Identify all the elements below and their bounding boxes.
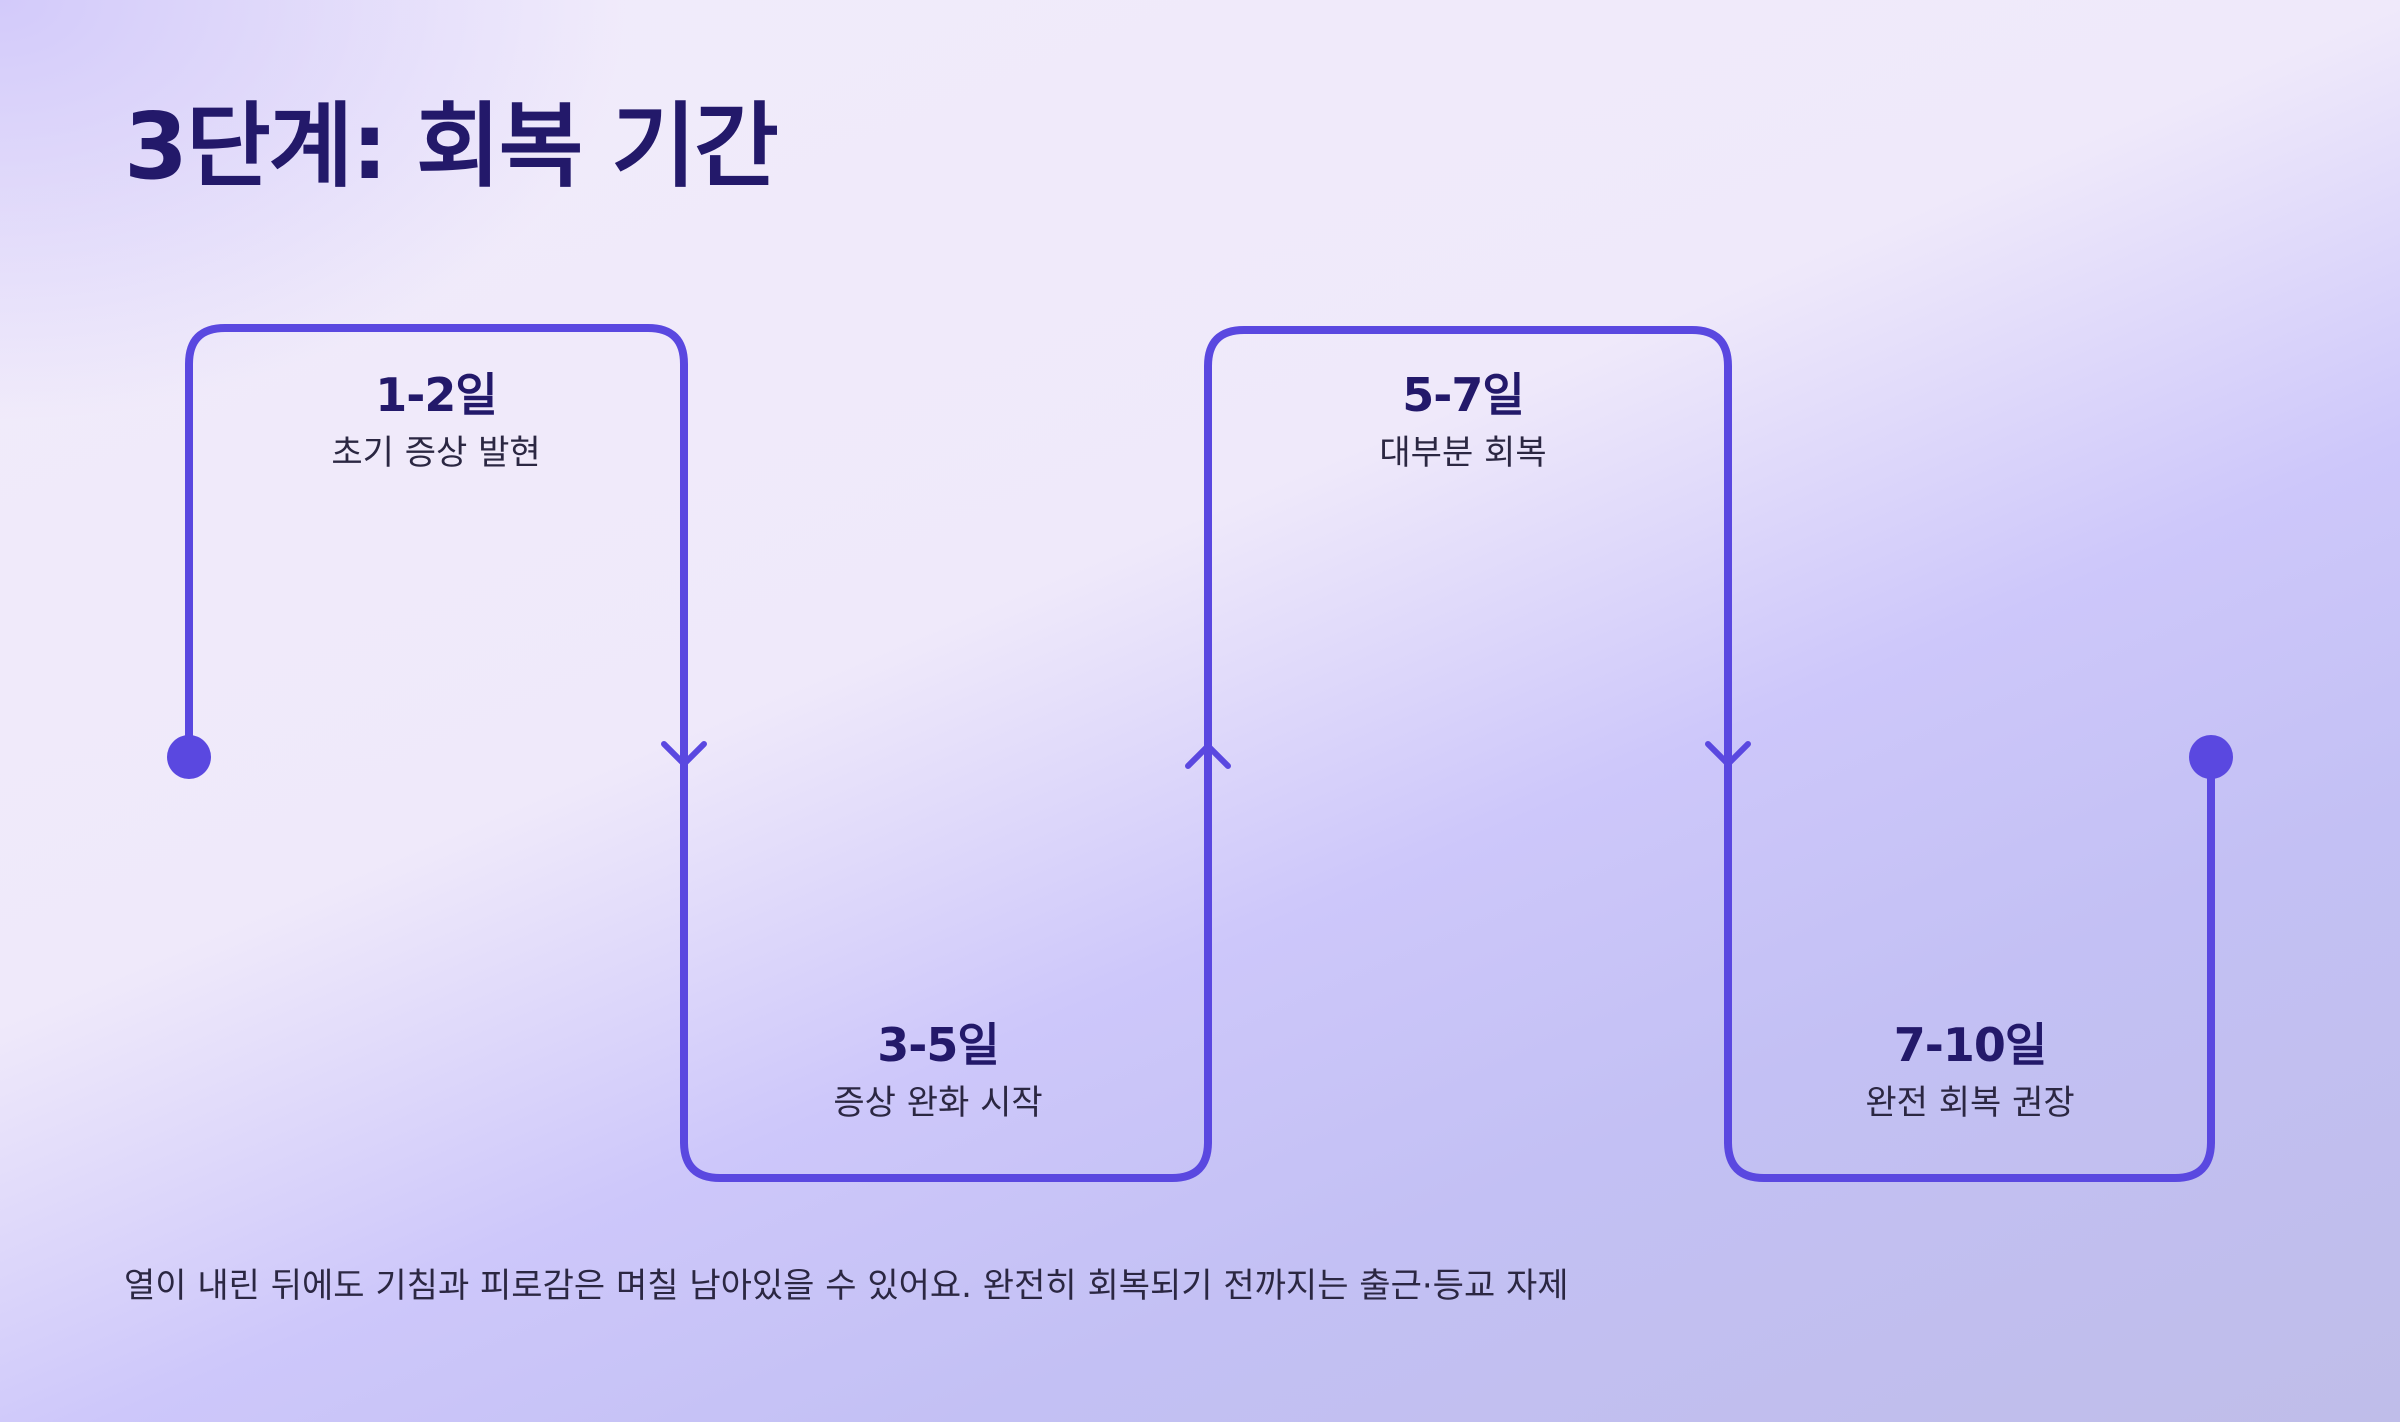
timeline-step-2: 3-5일 증상 완화 시작 [688, 1018, 1188, 1124]
step-description: 대부분 회복 [1379, 433, 1547, 474]
step-day: 3-5일 [877, 1018, 999, 1072]
arrow-up-icon [1185, 743, 1231, 769]
timeline-step-1: 1-2일 초기 증상 발현 [186, 368, 686, 474]
timeline-end-dot [2189, 735, 2233, 779]
timeline-path [185, 324, 2215, 1182]
step-description: 증상 완화 시작 [833, 1083, 1043, 1124]
timeline-step-4: 7-10일 완전 회복 권장 [1720, 1018, 2220, 1124]
timeline-step-3: 5-7일 대부분 회복 [1213, 368, 1713, 474]
footnote-text: 열이 내린 뒤에도 기침과 피로감은 며칠 남아있을 수 있어요. 완전히 회복… [124, 1266, 1569, 1306]
step-day: 7-10일 [1893, 1018, 2047, 1072]
step-day: 5-7일 [1402, 368, 1524, 422]
arrow-down-icon [1705, 741, 1751, 767]
timeline-start-dot [167, 735, 211, 779]
step-description: 완전 회복 권장 [1865, 1083, 2075, 1124]
page-title: 3단계: 회복 기간 [124, 93, 779, 200]
step-description: 초기 증상 발현 [331, 433, 541, 474]
step-day: 1-2일 [375, 368, 497, 422]
arrow-down-icon [661, 741, 707, 767]
